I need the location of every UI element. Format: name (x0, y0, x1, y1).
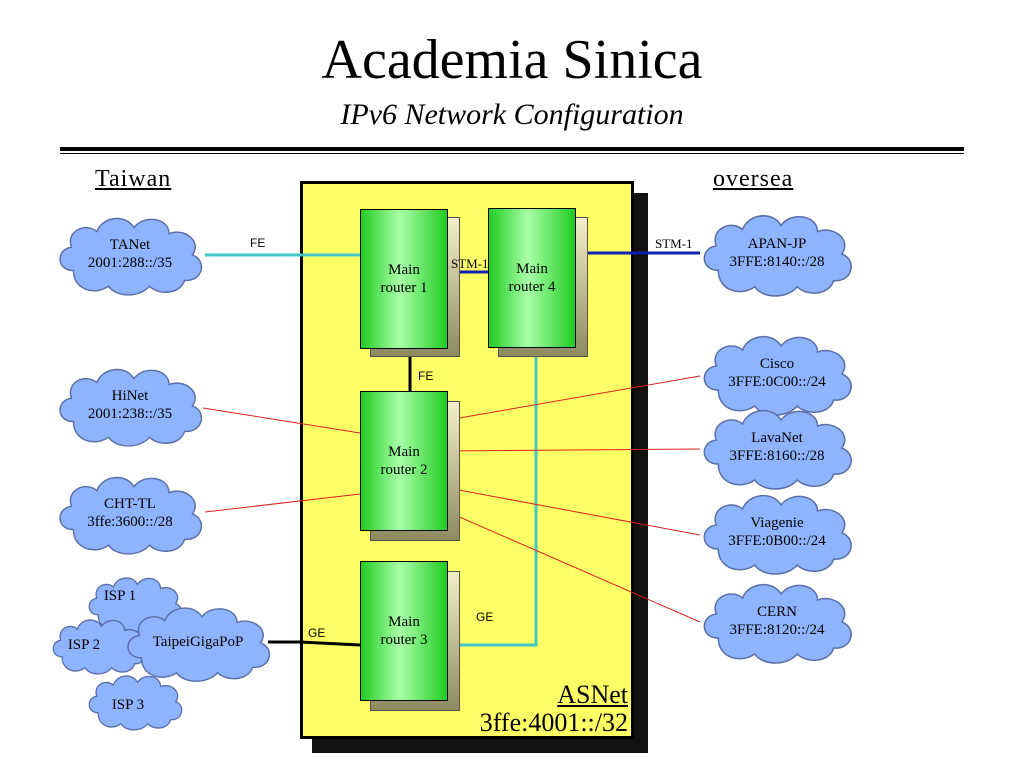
link-r2-lavanet (447, 448, 701, 452)
cloud-icon (59, 476, 203, 555)
router-3-line1: Main (388, 614, 420, 630)
cloud-icon (88, 675, 183, 731)
title-divider-thin (60, 153, 964, 154)
cloud-apan-jp: APAN-JP 3FFE:8140::/28 (696, 207, 858, 299)
asnet-prefix: 3ffe:4001::/32 (479, 708, 628, 737)
cloud-name: TaipeiGigaPoP (152, 634, 244, 650)
page-subtitle: IPv6 Network Configuration (340, 98, 684, 131)
router-1: Main router 1 (360, 209, 448, 349)
link-label-r4-apan: STM-1 (655, 236, 693, 251)
cloud-prefix: 3FFE:0C00::/24 (728, 374, 826, 390)
cloud-icon (59, 217, 203, 296)
link-label-r3-r4: GE (476, 610, 494, 624)
cloud-name: TANet (109, 237, 151, 253)
cloud-name: ISP 1 (103, 588, 137, 604)
link-r2-cisco (447, 375, 701, 421)
cloud-icon (703, 215, 852, 297)
cloud-viagenie: Viagenie 3FFE:0B00::/24 (696, 487, 858, 577)
cloud-name: CERN (756, 604, 797, 620)
cloud-tanet: TANet 2001:288::/35 (52, 209, 208, 299)
cloud-icon (703, 495, 852, 575)
cloud-icon (59, 368, 203, 447)
router-2: Main router 2 (360, 391, 448, 531)
cloud-prefix: 3FFE:0B00::/24 (728, 533, 826, 549)
router-3: Main router 3 (360, 561, 448, 701)
cloud-name: CHT-TL (104, 496, 156, 512)
cloud-prefix: 3ffe:3600::/28 (87, 514, 173, 530)
router-1-line1: Main (388, 262, 420, 278)
cloud-isp2: ISP 2 (48, 614, 150, 676)
link-label-taipei-r3: GE (308, 626, 326, 640)
cloud-lavanet: LavaNet 3FFE:8160::/28 (696, 402, 858, 492)
link-hinet-r2 (202, 407, 361, 434)
router-3-line2: router 3 (380, 632, 428, 648)
cloud-name: APAN-JP (747, 236, 807, 252)
link-taipei-r3 (268, 640, 361, 647)
router-2-line2: router 2 (380, 462, 428, 478)
link-r3-r4 (446, 346, 538, 647)
title-divider-thick (60, 147, 964, 151)
region-oversea: oversea (713, 166, 794, 192)
router-1-line2: router 1 (380, 280, 428, 296)
page-title: Academia Sinica (321, 29, 703, 91)
cloud-cern: CERN 3FFE:8120::/24 (696, 576, 858, 666)
cloud-prefix: 2001:288::/35 (87, 255, 173, 271)
link-label-r1-r4: STM-1 (451, 256, 489, 271)
cloud-prefix: 3FFE:8160::/28 (729, 448, 825, 464)
link-label-tanet-r1: FE (250, 236, 266, 250)
cloud-name: Viagenie (750, 515, 804, 531)
cloud-prefix: 3FFE:8140::/28 (729, 254, 825, 270)
cloud-name: HiNet (111, 388, 149, 404)
link-chttl-r2 (204, 493, 361, 513)
router-4-line1: Main (516, 261, 548, 277)
cloud-taipeigigapop: TaipeiGigaPoP (120, 600, 276, 684)
cloud-prefix: 3FFE:8120::/24 (729, 622, 825, 638)
router-4-line2: router 4 (508, 279, 556, 295)
router-2-line1: Main (388, 444, 420, 460)
router-4: Main router 4 (488, 208, 576, 348)
cloud-hinet: HiNet 2001:238::/35 (52, 360, 208, 450)
cloud-icon (703, 584, 852, 664)
region-taiwan: Taiwan (95, 166, 172, 192)
cloud-name: Cisco (759, 356, 795, 372)
cloud-name: LavaNet (751, 430, 803, 446)
asnet-name: ASNet (557, 680, 628, 709)
cloud-isp3: ISP 3 (84, 670, 186, 732)
cloud-name: ISP 3 (111, 697, 145, 713)
link-r2-viagenie (447, 487, 701, 536)
cloud-chttl: CHT-TL 3ffe:3600::/28 (52, 468, 208, 558)
link-label-r1-r2: FE (418, 369, 434, 383)
cloud-icon (703, 410, 852, 490)
link-r2-cern (447, 511, 701, 623)
cloud-icon (127, 607, 271, 682)
cloud-name: ISP 2 (67, 637, 101, 653)
cloud-prefix: 2001:238::/35 (87, 406, 173, 422)
